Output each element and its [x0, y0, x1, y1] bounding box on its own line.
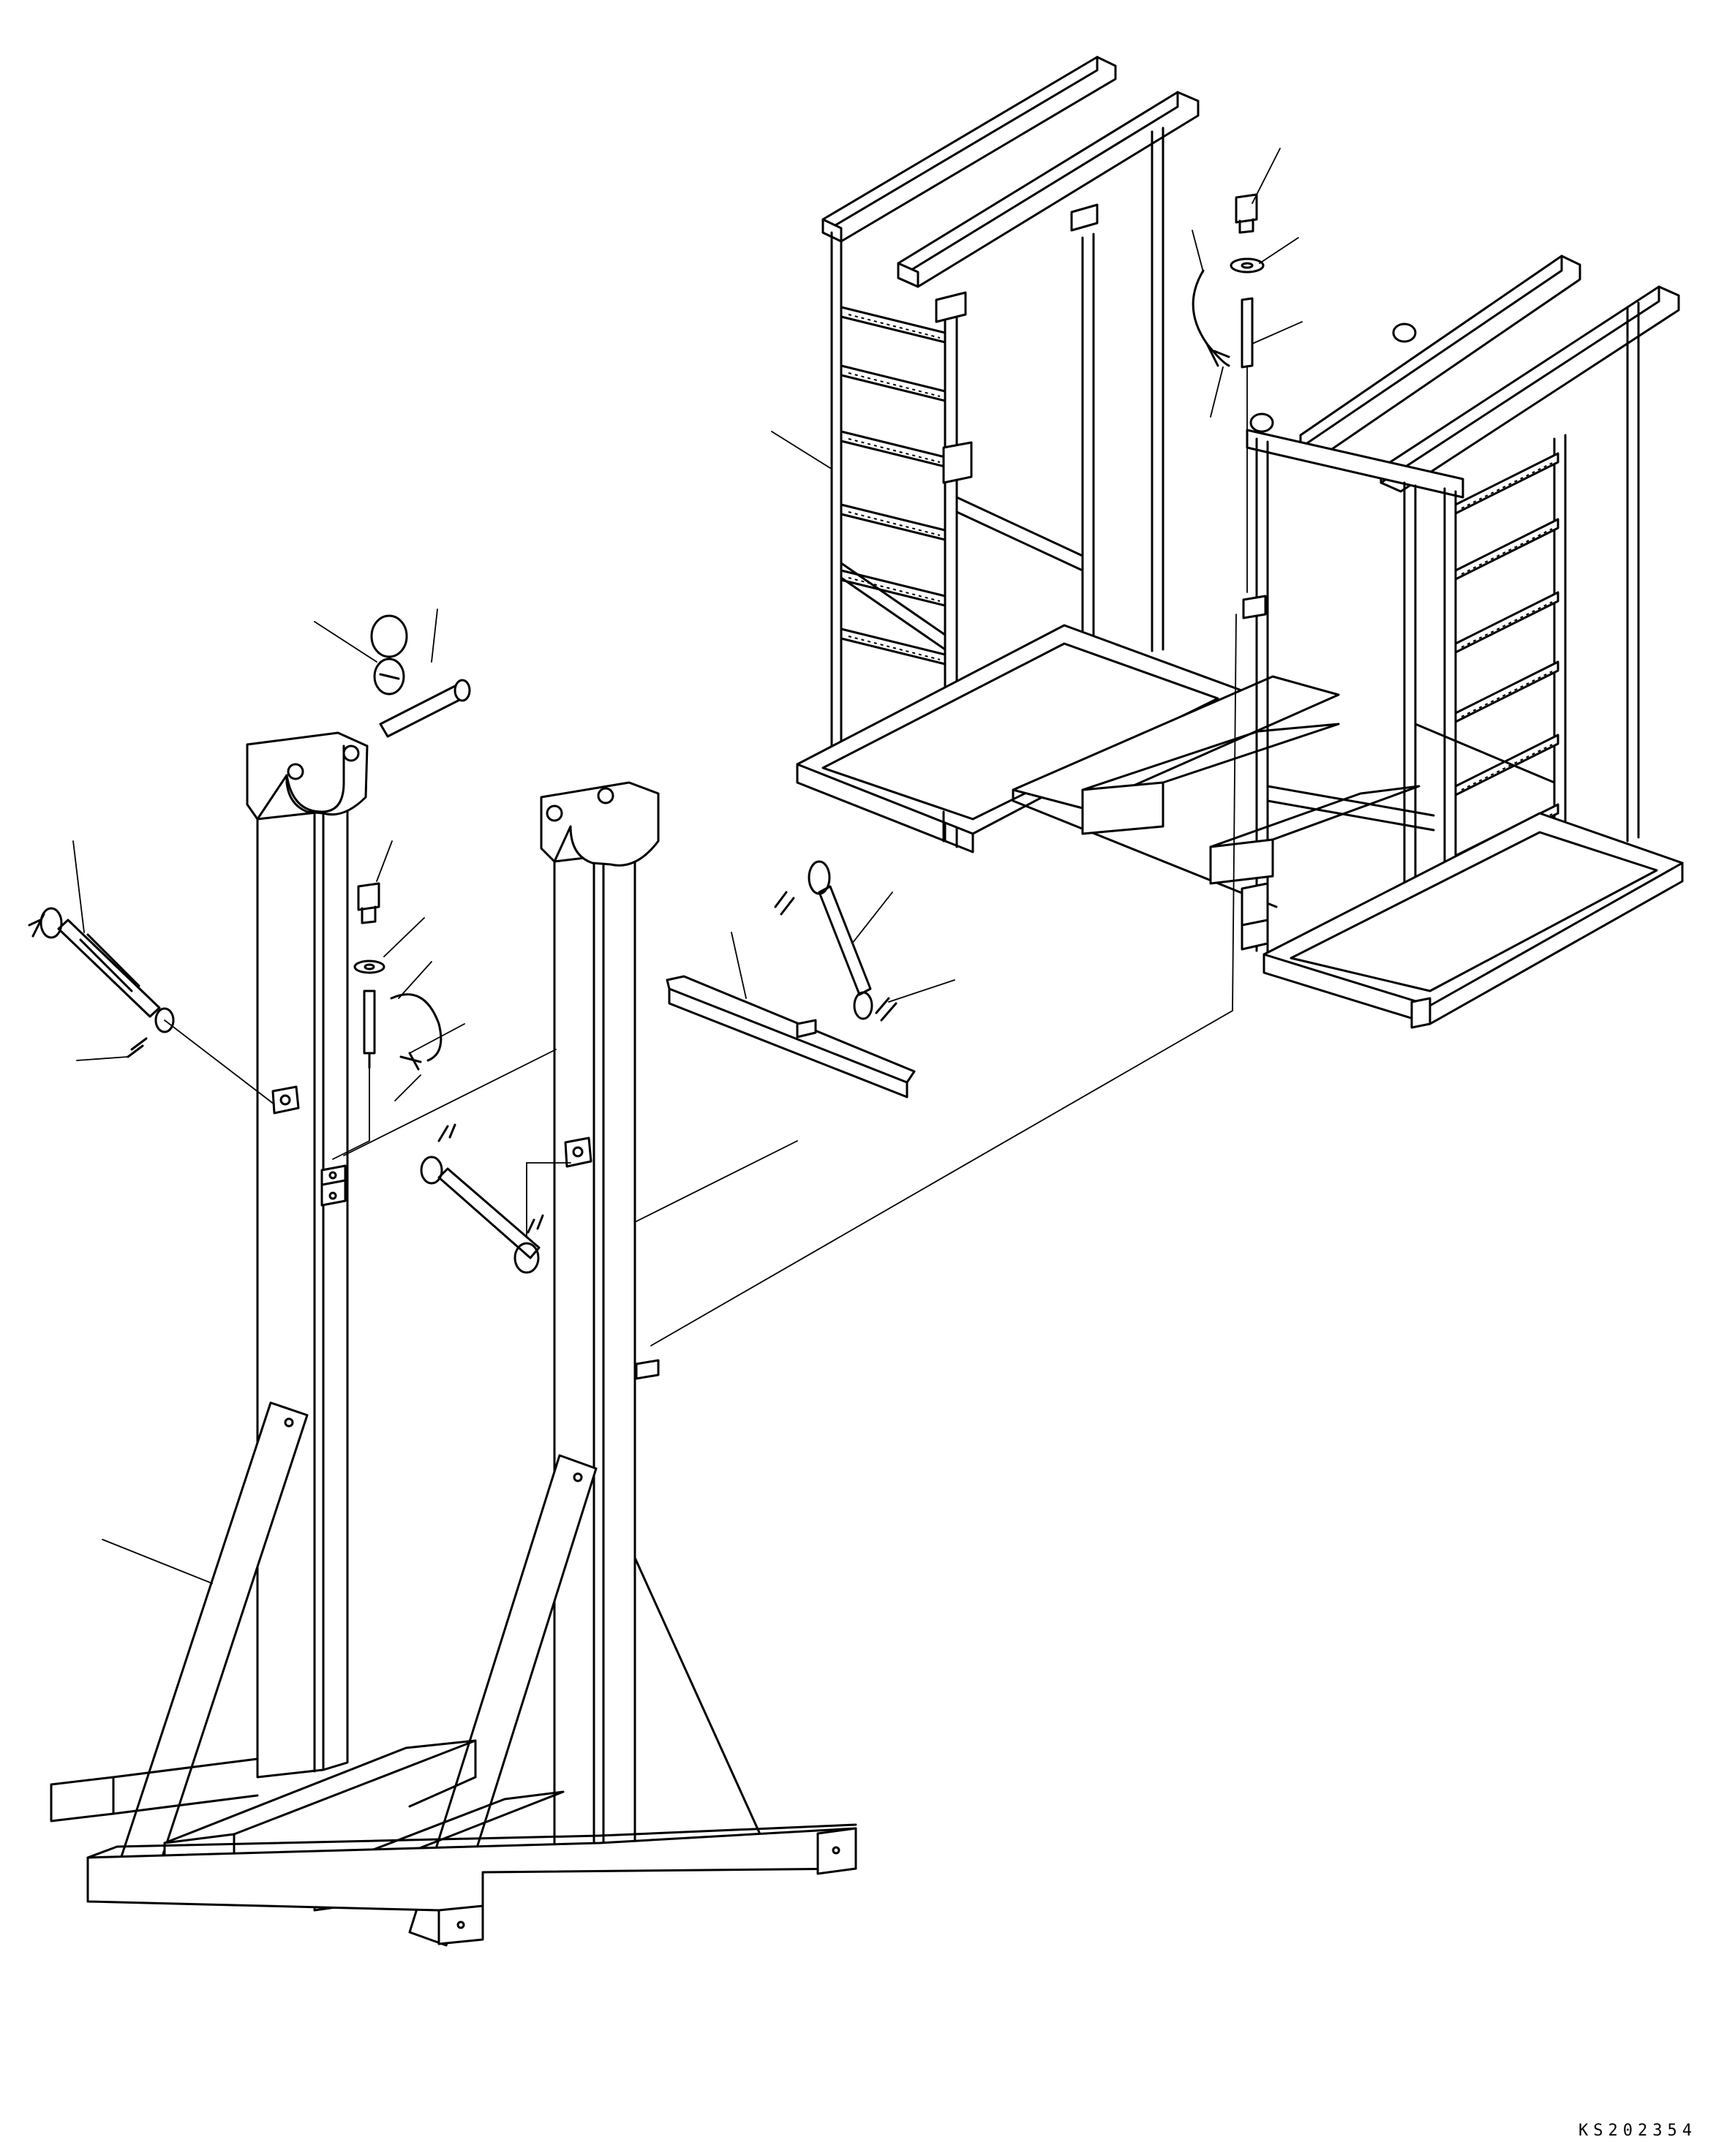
lug-plate-right: [564, 1137, 592, 1168]
left-u-bracket: [246, 731, 369, 821]
ladder-cage-front: [1081, 255, 1684, 1029]
left-upright-post: [256, 803, 349, 1779]
bolt-washer-pin-left: [353, 882, 443, 1071]
right-diagonal-brace: [408, 1454, 598, 1947]
right-u-bracket: [540, 781, 660, 867]
turnbuckle-left: [28, 907, 175, 1058]
front-base-frame: [86, 1823, 857, 1945]
post-tab-right: [635, 1359, 660, 1380]
ladder-rungs-rear: [840, 306, 947, 666]
pivot-pin-set: [370, 614, 471, 738]
ladder-cage-rear: [796, 56, 1340, 908]
turnbuckle-center: [420, 1123, 544, 1274]
turnbuckle-right: [774, 860, 897, 1022]
lug-plate-left: [271, 1085, 300, 1115]
leader-lines: [72, 148, 1303, 1584]
left-stand-assembly: [28, 614, 916, 1947]
cross-bar: [666, 975, 916, 1098]
drawing-reference-code: KS202354: [1578, 2122, 1697, 2140]
rear-base-beam: [50, 1757, 259, 1823]
post-bracket-left: [320, 1164, 347, 1207]
bolt-washer-pin-upper: [1192, 193, 1265, 369]
